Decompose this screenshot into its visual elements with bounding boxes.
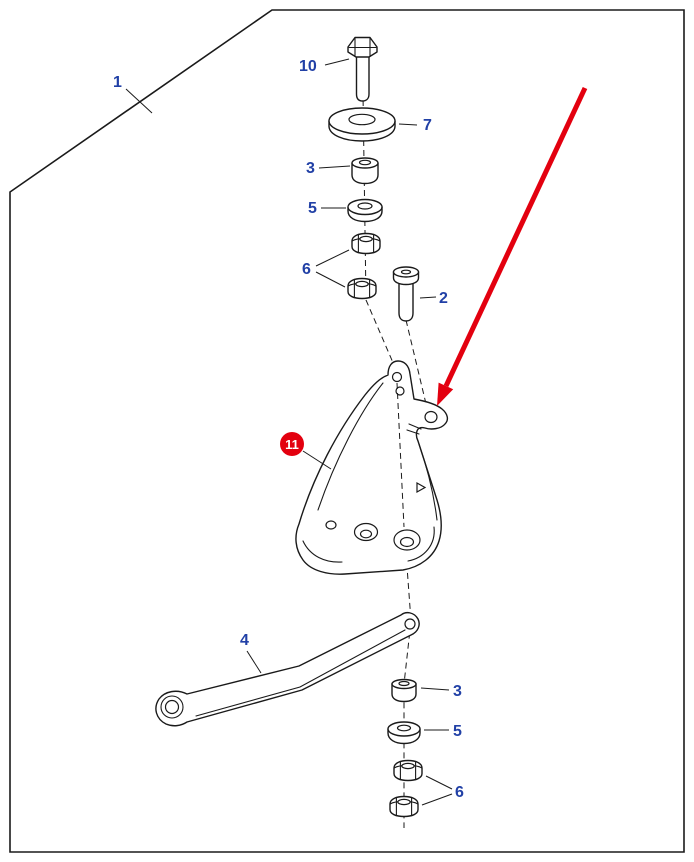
badge-number: 11 [285,437,299,452]
upper-nuts-part-6 [347,232,381,300]
leader-nut-6-lower-a [425,775,453,790]
bracket-small-bottom-hole [325,520,337,530]
arm-tip-hole [404,618,416,630]
callout-upper-nuts: 6 [302,261,311,278]
bracket-bottom-right-inner-edge [407,526,435,562]
hex-nut [393,759,423,782]
bracket-bottom-left-inner-edge [302,540,343,563]
callout-lower-nuts: 6 [455,784,464,801]
pin-shaft [398,282,414,322]
bracket-part-11 [295,360,449,575]
leader-frame-1 [125,88,153,114]
bracket-top-hole [391,371,403,383]
lower-bushing-part-3 [391,678,417,703]
bushing-body [351,162,379,185]
arm-eye-hole [164,699,180,715]
drawing-frame [9,9,685,853]
washer-hole [348,113,376,126]
bracket-badge-11: 11 [280,432,304,456]
leader-nut-6-upper-b [315,271,346,288]
washer-hole [357,202,373,210]
pointer-arrow-head [437,382,454,406]
bolt-shaft [355,54,370,102]
leader-bushing-3-upper [318,165,351,169]
lower-stack-centerline [403,552,412,828]
callout-frame: 1 [113,74,122,91]
callout-lower-washer: 5 [453,723,462,740]
bushing-hole [358,159,372,166]
bracket-tab-slot-lower [406,429,420,435]
leader-arm-4 [246,650,262,674]
arm-eye-boss [160,695,184,719]
large-washer-part-7 [328,107,396,142]
pin-centerline [405,319,428,409]
bracket-tab-slot-upper [408,423,422,430]
leader-lines [125,58,453,806]
callout-lower-bushing: 3 [453,683,462,700]
pointer-arrow [437,86,588,406]
bracket-outline [295,360,449,575]
leader-pin-2 [419,296,437,299]
pin-part-2 [392,266,420,322]
bracket-triangle-marker [416,481,427,494]
callout-upper-bushing: 3 [306,160,315,177]
leader-bolt-10 [324,58,350,66]
arm-bend-crease [195,629,406,717]
upper-bushing-part-3 [351,157,379,185]
callout-large-washer: 7 [423,117,432,134]
hex-nut [347,277,377,300]
bracket-large-bottom-hole-inner [399,536,415,548]
bracket-face-centerline [396,382,405,528]
callout-pin: 2 [439,290,448,307]
upper-washer-part-5 [347,198,383,223]
leader-bushing-3-lower [420,687,450,691]
callout-upper-washer: 5 [308,200,317,217]
hex-nut [389,795,419,818]
leader-nut-6-upper-a [315,249,350,267]
lever-arm-part-4 [155,611,420,727]
bracket-left-inner-edge [317,382,384,511]
lower-nuts-part-6 [389,759,423,818]
bracket-right-inner-edge [418,443,438,521]
pin-socket [400,269,412,275]
callout-labels: 1 10 7 3 5 6 2 4 3 5 6 [113,58,464,801]
leader-nut-6-lower-b [421,793,453,806]
pointer-arrow-shaft [443,86,588,388]
leader-washer-7 [398,123,418,126]
badge-circle [280,432,304,456]
bushing-hole [398,680,410,687]
bracket-tab-hole [424,410,438,424]
bolt-part-10 [347,36,378,102]
bracket-upper-hole [395,386,405,396]
callout-bolt: 10 [299,58,317,75]
arm-outline [155,611,420,727]
callout-lever-arm: 4 [240,632,249,649]
hex-nut [351,232,381,255]
lower-washer-part-5 [387,721,421,745]
leader-bracket-11 [302,450,332,470]
washer-hole [396,724,412,732]
bracket-mid-bottom-hole-inner [359,529,373,539]
